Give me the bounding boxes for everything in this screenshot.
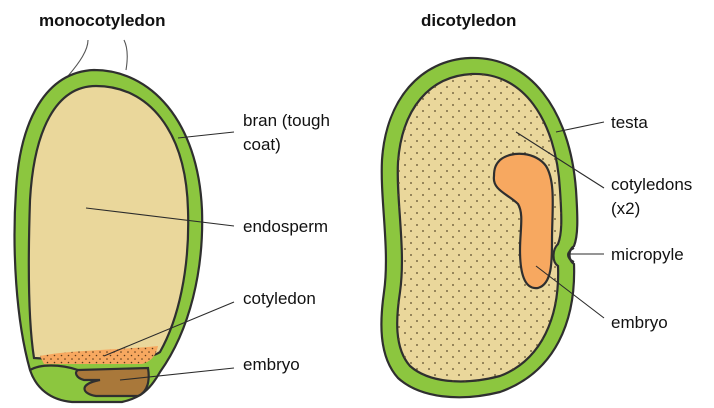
monocot-hair-right — [124, 40, 127, 70]
bran-label-line1: bran (tough — [243, 111, 330, 130]
monocot-endosperm — [29, 86, 188, 360]
dicot-title: dicotyledon — [421, 11, 516, 30]
endosperm-label: endosperm — [243, 217, 328, 236]
cotyledons-label-line2: (x2) — [611, 199, 640, 218]
cotyledons-label-line1: cotyledons — [611, 175, 692, 194]
cotyledon-label: cotyledon — [243, 289, 316, 308]
dicot-seed: dicotyledon testa cotyledons (x2) microp… — [381, 11, 692, 397]
embryo-label-dicot: embryo — [611, 313, 668, 332]
embryo-label-monocot: embryo — [243, 355, 300, 374]
micropyle-label: micropyle — [611, 245, 684, 264]
monocot-seed: monocotyledon bran (tough coat) endosper… — [15, 11, 330, 402]
monocot-title: monocotyledon — [39, 11, 166, 30]
testa-label: testa — [611, 113, 648, 132]
bran-label-line2: coat) — [243, 135, 281, 154]
